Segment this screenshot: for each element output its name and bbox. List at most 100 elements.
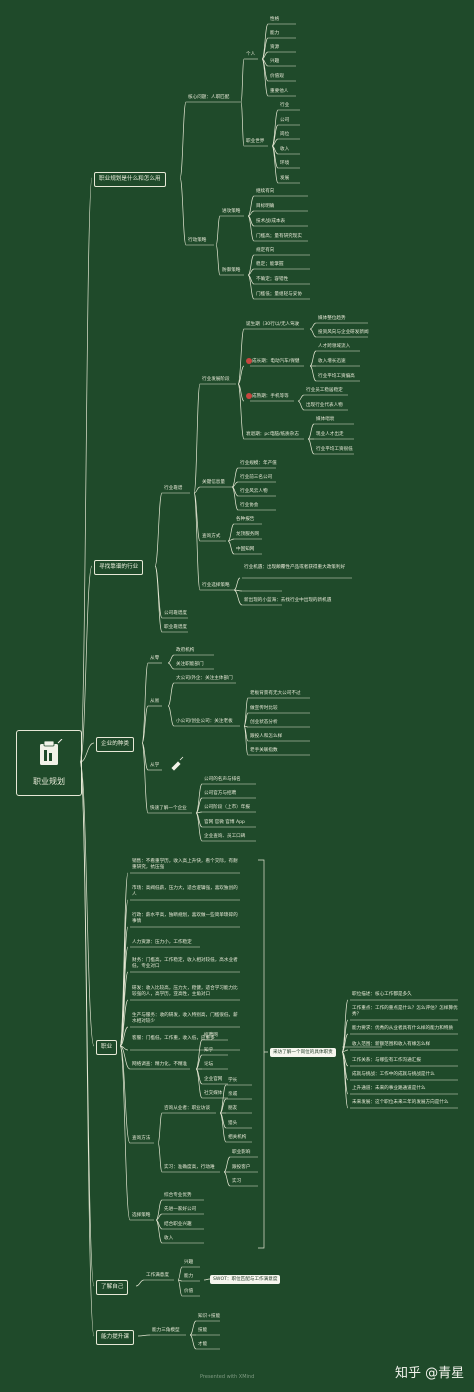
sec3-big1[interactable]: 大公司/外企：关注主体部门	[176, 676, 233, 681]
sec2-decline-item[interactable]: 现业人才出走	[316, 432, 344, 437]
sec4-job[interactable]: 人力资源：压力小，工作稳定	[132, 940, 192, 945]
sec1-world[interactable]: 职业世界	[246, 139, 265, 144]
sec4-method[interactable]: 查询方法	[132, 1136, 151, 1141]
branch-sec5[interactable]: 了解自己	[96, 1280, 129, 1295]
sec1-world-item[interactable]: 环境	[280, 161, 290, 166]
sec3-small-item[interactable]: 跟投人和怎么样	[250, 734, 283, 739]
sec1-advance-item[interactable]: 继续有向	[256, 189, 275, 194]
sec2-query[interactable]: 查询方式	[202, 534, 221, 539]
sec4-intern[interactable]: 实习：准确度高，行动难	[164, 1165, 215, 1170]
sec4-pick-item[interactable]: 收入	[164, 1236, 174, 1241]
sec4-question[interactable]: 工作关系：与哪些有工作沟通汇报	[352, 1058, 421, 1063]
sec4-ask-item[interactable]: 猎头	[228, 1121, 238, 1126]
sec2-grow[interactable]: 成长期：电动汽车/保健	[252, 359, 300, 364]
sec3-know-item[interactable]: 公司官方与招聘	[204, 791, 237, 796]
sec6-item[interactable]: 技能	[198, 1328, 208, 1333]
sec3-know-item[interactable]: 公司阶段（上市）年报	[204, 805, 250, 810]
sec3-small-item[interactable]: 老手关联指数	[250, 748, 278, 753]
sec5-item[interactable]: 价值	[184, 1289, 194, 1294]
sec2-key-item[interactable]: 行业规模：年产值	[240, 461, 277, 466]
sec1-advance-item[interactable]: 技术战/成本表	[256, 219, 286, 224]
sec4-research-item[interactable]: 论坛	[204, 1062, 214, 1067]
sec3-know-item[interactable]: 官网 官微 官博 App	[204, 820, 245, 825]
sec4-job[interactable]: 客服：门槛低，工作重，收入低，应重多	[132, 1036, 215, 1041]
sec1-person-item[interactable]: 兴趣	[270, 59, 280, 64]
sec1-defend-item[interactable]: 稳定；能掌握	[256, 262, 284, 267]
sec4-ask-item[interactable]: 学长	[228, 1078, 238, 1083]
sec2-grow-item[interactable]: 收入增长迅速	[318, 359, 346, 364]
sec2-position[interactable]: 职业靠谱度	[164, 625, 187, 630]
sec4-job[interactable]: 销售：不看重学历，收入高上升快，看个交际，有耐重研究，抗压强	[132, 859, 238, 870]
sec4-job[interactable]: 行政：薪水平高，独断规划，喜欢做一些简单琐碎的事情	[132, 913, 238, 924]
sec4-interview[interactable]: 采访了解一个岗位的具体职责	[270, 1048, 336, 1057]
sec4-question[interactable]: 职位描述：核心工作都是多久	[352, 992, 412, 997]
sec4-job[interactable]: 财务：门槛高，工作稳定，收入相对较低，高水业者低，专业对口	[132, 958, 238, 969]
sec2-decline-item[interactable]: 行业平均工资很低	[316, 447, 353, 452]
sec3-small-item[interactable]: 做宣传时比较	[250, 706, 278, 711]
sec4-pick-item[interactable]: 综合专业优势	[164, 1193, 192, 1198]
sec2-query-item[interactable]: 各种报告	[236, 517, 255, 522]
sec2-decline[interactable]: 衰退期：pc电脑/纸质杂志	[246, 432, 299, 437]
sec1-world-item[interactable]: 行业	[280, 103, 290, 108]
sec4-pick-item[interactable]: 先进一家好公司	[164, 1207, 197, 1212]
sec4-research-item[interactable]: 知乎	[204, 1048, 214, 1053]
sec2-mature-item[interactable]: 行业员工稳居稳定	[306, 388, 343, 393]
branch-sec6[interactable]: 能力提升课	[96, 1330, 134, 1345]
sec3-learn[interactable]: 从学	[150, 763, 160, 768]
sec4-intern-item[interactable]: 实习	[232, 1179, 242, 1184]
sec4-ask[interactable]: 咨询从业者：职业访谈	[164, 1106, 210, 1111]
sec4-question[interactable]: 上升通道：未来的事业路通道是什么	[352, 1086, 426, 1091]
sec5-item[interactable]: 兴趣	[184, 1260, 194, 1265]
sec2-choose-item[interactable]: 新出现的小蓝海：去找行业中出现的新机遇	[244, 598, 332, 603]
sec1-advance[interactable]: 进攻策略	[222, 209, 241, 214]
sec4-job[interactable]: 生产与服务：收的研发，收入特别高，门槛很低，薪水相对较少	[132, 1013, 238, 1024]
sec3-big[interactable]: 从易	[150, 699, 160, 704]
sec1-defend-item[interactable]: 不确定；容错性	[256, 277, 289, 282]
sec1-person-item[interactable]: 能力	[270, 31, 280, 36]
sec1-person-item[interactable]: 重要他人	[270, 89, 289, 94]
sec3-know[interactable]: 快速了解一个企业	[150, 806, 187, 811]
sec5-item[interactable]: 能力	[184, 1274, 194, 1279]
sec1-defend-item[interactable]: 规定有向	[256, 248, 275, 253]
sec2-choose[interactable]: 行业选择策略	[202, 583, 230, 588]
sec3-small[interactable]: 小公司/创业公司：关注老板	[176, 719, 233, 724]
sec4-question[interactable]: 收入范围：新额范围和收入有缘怎么样	[352, 1042, 431, 1047]
sec3-know-item[interactable]: 公司的名声与排名	[204, 777, 241, 782]
sec1-world-item[interactable]: 发展	[280, 176, 290, 181]
sec4-ask-item[interactable]: 亲戚	[228, 1092, 238, 1097]
sec1-person-item[interactable]: 性格	[270, 17, 280, 22]
sec1-advance-item[interactable]: 目标明确	[256, 204, 275, 209]
sec4-pick[interactable]: 选择策略	[132, 1213, 151, 1218]
sec2-birth[interactable]: 诞生期（30行以/无人驾驶	[246, 322, 300, 327]
branch-sec2[interactable]: 寻找靠谱的行业	[94, 560, 144, 575]
sec3-zero-item[interactable]: 政府机构	[176, 648, 195, 653]
sec4-question[interactable]: 成就与挑战：工作中的成就与挑战是什么	[352, 1072, 435, 1077]
sec2-grow-item[interactable]: 人才跨领域流入	[318, 344, 351, 349]
sec4-research-item[interactable]: 企业官网	[204, 1077, 223, 1082]
sec1-person[interactable]: 个人	[246, 52, 256, 57]
sec1-world-item[interactable]: 岗位	[280, 132, 290, 137]
sec1-core[interactable]: 核心问题：人职匹配	[188, 95, 230, 100]
sec2-key-item[interactable]: 行业前三名公司	[240, 475, 273, 480]
sec4-job[interactable]: 市场：高阀低薪，压力大，适合逻辑强，喜欢独创的人	[132, 886, 238, 897]
sec1-strategy[interactable]: 行动策略	[188, 238, 207, 243]
sec4-question[interactable]: 能力要求：优秀的从业者具有什么样的能力和特质	[352, 1026, 454, 1031]
sec2-query-item[interactable]: 龙顶服务网	[236, 532, 259, 537]
sec2-key[interactable]: 关键信息量	[202, 480, 225, 485]
sec6-item[interactable]: 才能	[198, 1342, 208, 1347]
branch-sec3[interactable]: 企业的种类	[96, 737, 134, 752]
sec1-world-item[interactable]: 收入	[280, 147, 290, 152]
sec4-ask-item[interactable]: 相关机构	[228, 1135, 247, 1140]
sec1-person-item[interactable]: 资源	[270, 45, 280, 50]
root-node[interactable]: 职业规划	[16, 730, 82, 796]
sec2-query-item[interactable]: 中国知网	[236, 547, 255, 552]
sec2-key-item[interactable]: 行业协会	[240, 503, 259, 508]
sec4-intern-item[interactable]: 职业影响	[232, 1150, 251, 1155]
sec1-defend-item[interactable]: 门槛低；量组轻与妥协	[256, 292, 302, 297]
branch-sec1[interactable]: 职业规划是什么和怎么用	[94, 172, 166, 187]
sec3-small-item[interactable]: 创业状态分析	[250, 720, 278, 725]
sec4-intern-item[interactable]: 跟投客户	[232, 1165, 251, 1170]
sec4-ask-item[interactable]: 朋友	[228, 1106, 238, 1111]
sec4-research-item[interactable]: 招聘网	[204, 1033, 218, 1038]
sec4-research[interactable]: 网络调查：精力化，不精准	[132, 1062, 188, 1067]
